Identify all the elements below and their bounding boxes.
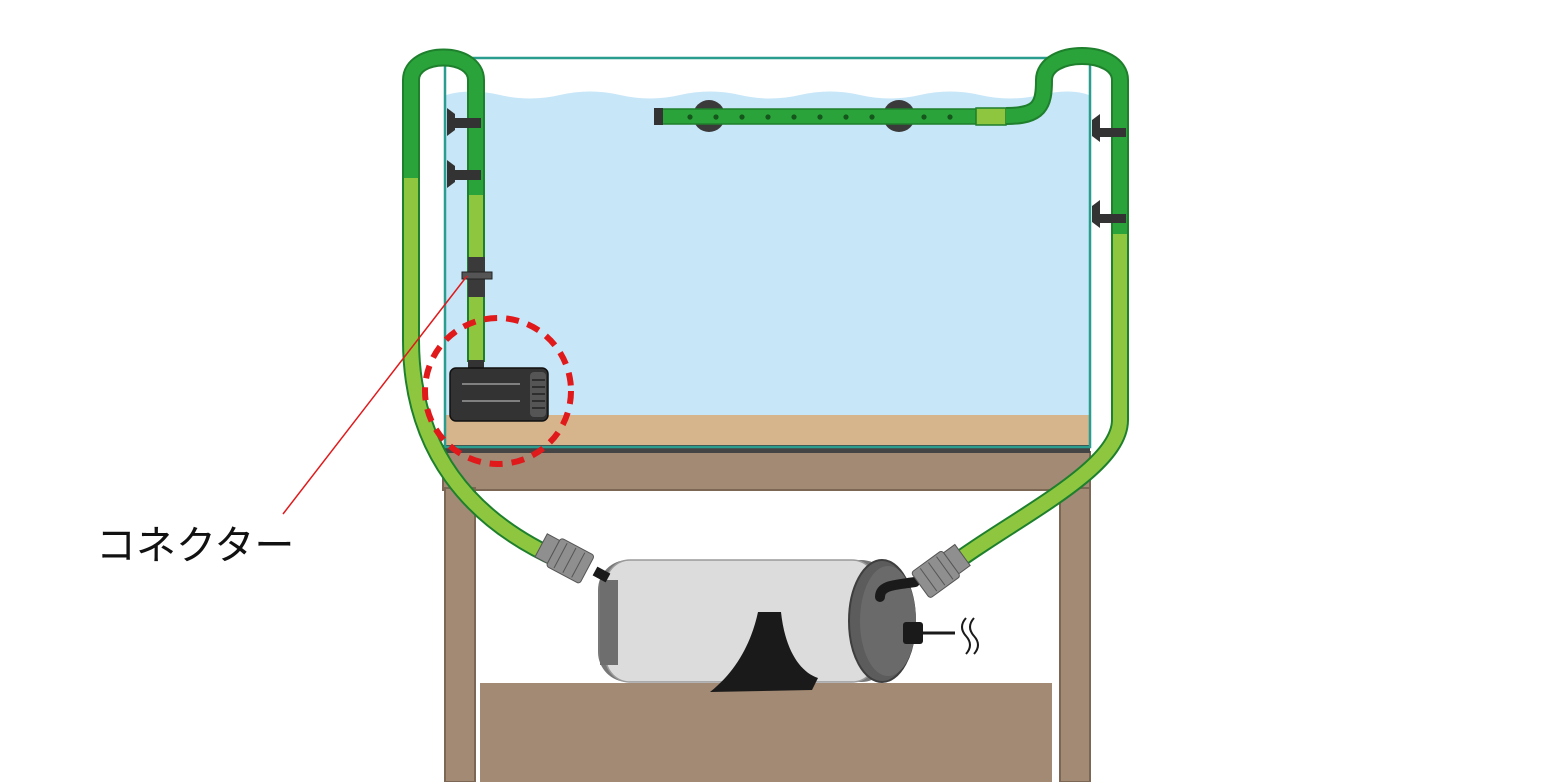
outflow-hose: [939, 47, 1129, 578]
stand-shelf: [480, 683, 1052, 782]
hose-connector-icon: [911, 543, 971, 598]
connector-leader-line: [282, 275, 468, 515]
submersible-pump-icon: [449, 360, 549, 422]
canister-filter-icon: [598, 559, 916, 692]
connector-label: コネクター: [96, 523, 295, 569]
spray-bar-icon: [654, 100, 1007, 132]
tank-water: [446, 91, 1089, 446]
stand-right-leg: [1059, 487, 1091, 782]
aquarium-stand: [442, 451, 1091, 782]
stand-left-leg: [444, 487, 476, 782]
suction-cup-icon: [447, 108, 481, 188]
aquarium-tank: [443, 56, 1092, 453]
tank-glass: [443, 56, 1092, 449]
canister-stand: [710, 612, 818, 692]
hose-connector-icon: [461, 257, 493, 297]
tank-bottom-frame: [443, 445, 1090, 453]
hose-connector-icon: [534, 533, 595, 584]
power-cord-icon: [903, 617, 979, 655]
suction-cup-icon: [1092, 114, 1126, 228]
highlight-circle: [422, 315, 574, 467]
stand-top-board: [442, 451, 1091, 491]
